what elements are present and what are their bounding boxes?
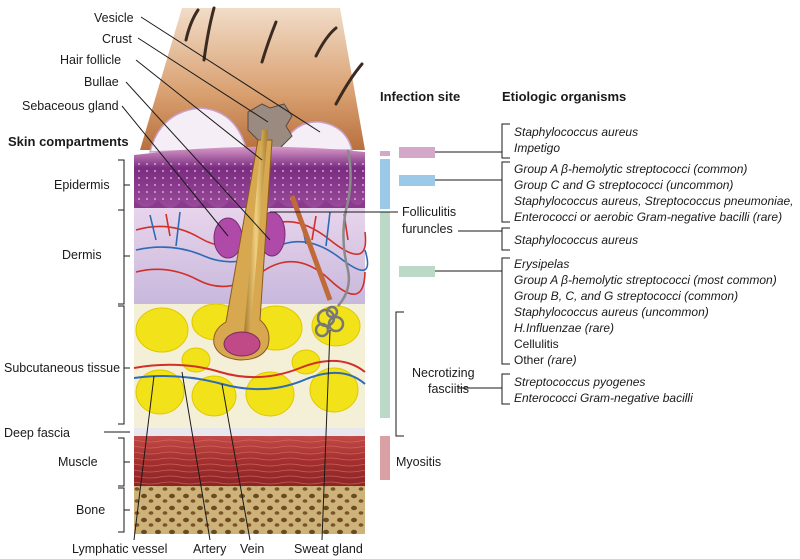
bar-folliculitis-depth [380, 159, 390, 209]
infection-site-column: Infection site Folliculitis furuncles Ne… [270, 89, 475, 480]
label-furuncles: furuncles [402, 222, 453, 236]
deep-fascia-layer [134, 428, 365, 436]
swatch-folliculitis [399, 175, 435, 186]
label-sebaceous-gland: Sebaceous gland [22, 99, 119, 113]
subcutaneous-vessels [133, 359, 366, 391]
label-crust: Crust [102, 32, 132, 46]
label-deep-fascia: Deep fascia [4, 426, 70, 440]
etiologic-organisms: Etiologic organisms Staphylococcus aureu… [501, 89, 794, 405]
org-erysipelas: Erysipelas [514, 257, 569, 271]
brace-folliculitis [501, 227, 510, 251]
org-other-word: Other [514, 353, 544, 367]
label-dermis: Dermis [62, 248, 102, 262]
org-g1-a: Group A β-hemolytic streptococci (common… [514, 162, 747, 176]
org-g1-d: Enterococci or aerobic Gram-negative bac… [514, 210, 782, 224]
label-epidermis: Epidermis [54, 178, 110, 192]
hair-bulb [223, 331, 261, 357]
label-bullae: Bullae [84, 75, 119, 89]
label-vein: Vein [240, 542, 264, 556]
top-labels: Vesicle Crust Hair follicle Bullae Sebac… [22, 11, 321, 241]
org-g1-c: Staphylococcus aureus, Streptococcus pne… [514, 194, 794, 208]
org-g2-a: Group A β-hemolytic streptococci (most c… [514, 273, 777, 287]
sweat-duct [337, 149, 352, 307]
label-artery: Artery [193, 542, 227, 556]
label-sweat-gland: Sweat gland [294, 542, 363, 556]
brace-impetigo [501, 123, 510, 159]
bullae-dome [149, 107, 247, 153]
label-subcutaneous: Subcutaneous tissue [4, 361, 120, 375]
org-impetigo: Impetigo [514, 141, 560, 155]
org-folliculitis-sa: Staphylococcus aureus [514, 233, 638, 247]
swatch-impetigo [399, 147, 435, 158]
bone-layer [134, 486, 365, 534]
connectors [435, 151, 502, 389]
label-folliculitis: Folliculitis [402, 205, 456, 219]
swatch-cellulitis [399, 266, 435, 277]
org-g2-d: H.Influenzae (rare) [514, 321, 614, 335]
brace-group1 [501, 161, 510, 223]
label-vesicle: Vesicle [94, 11, 134, 25]
bar-impetigo-depth [380, 151, 390, 156]
arrector-pili [289, 195, 333, 301]
org-impetigo-sa: Staphylococcus aureus [514, 125, 638, 139]
org-other: Other (rare) [514, 353, 577, 367]
label-lymphatic-vessel: Lymphatic vessel [72, 542, 167, 556]
header-etiologic-organisms: Etiologic organisms [502, 89, 626, 104]
org-g2-b: Group B, C, and G streptococci (common) [514, 289, 738, 303]
muscle-fibers [134, 436, 365, 486]
org-g2-c: Staphylococcus aureus (uncommon) [514, 305, 709, 319]
org-g1-b: Group C and G streptococci (uncommon) [514, 178, 733, 192]
bar-myositis-depth [380, 436, 390, 480]
header-infection-site: Infection site [380, 89, 460, 104]
org-other-rare: (rare) [544, 353, 577, 367]
label-myositis: Myositis [396, 455, 441, 469]
org-cellulitis: Cellulitis [514, 337, 559, 351]
org-nf-a: Streptococcus pyogenes [514, 375, 645, 389]
label-fasciitis: fasciitis [428, 382, 469, 396]
surface-hairs [184, 6, 364, 106]
sweat-gland-coil [314, 305, 345, 338]
rete-ridges [134, 200, 365, 208]
org-nf-b: Enterococci Gram-negative bacilli [514, 391, 693, 405]
label-necrotizing: Necrotizing [412, 366, 475, 380]
label-muscle: Muscle [58, 455, 98, 469]
skin-compartments: Skin compartments Epidermis Dermis Subcu… [4, 134, 130, 533]
label-hair-follicle: Hair follicle [60, 53, 121, 67]
bracket-necrotizing [395, 311, 404, 437]
skin-illustration [133, 6, 369, 534]
hair-shaft [244, 130, 268, 332]
bar-cellulitis-depth [380, 212, 390, 418]
brace-group2 [501, 257, 510, 365]
crust [247, 103, 293, 151]
bottom-labels: Lymphatic vessel Artery Vein Sweat gland [72, 329, 363, 556]
header-skin-compartments: Skin compartments [8, 134, 129, 149]
label-bone: Bone [76, 503, 105, 517]
brace-necrotizing [501, 373, 510, 405]
